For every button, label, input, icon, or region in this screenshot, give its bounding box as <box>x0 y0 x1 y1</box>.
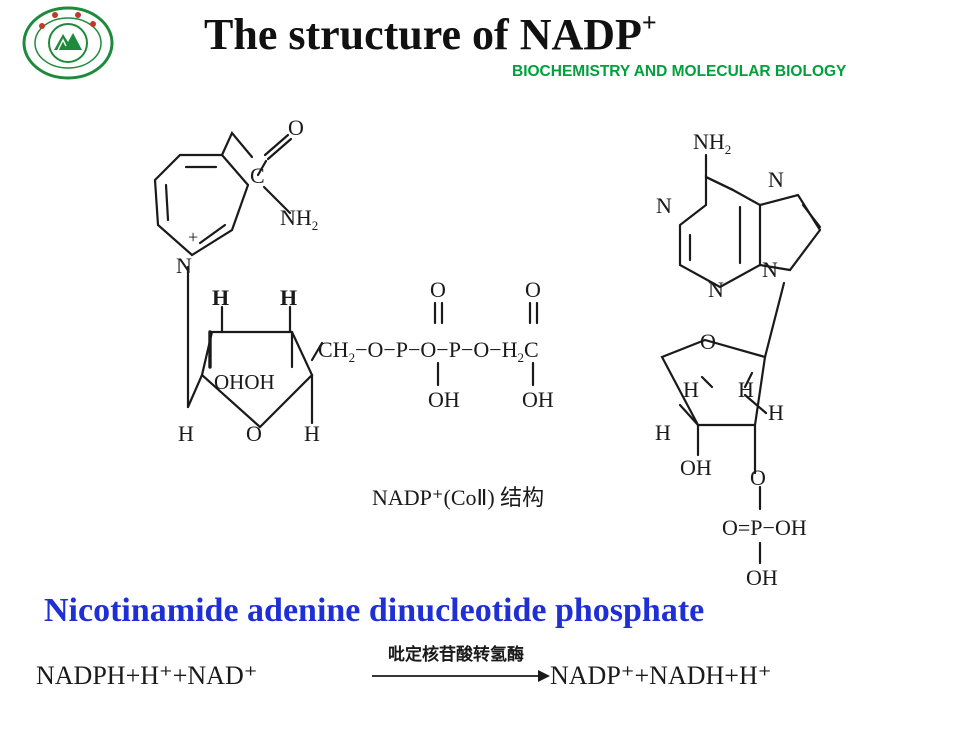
label-h2: H <box>280 285 297 310</box>
label-nh2-amide: NH2 <box>280 205 318 233</box>
label-h4: H <box>304 421 320 446</box>
adenine-ring <box>678 175 762 289</box>
label-h6: H <box>738 377 754 402</box>
label-h7: H <box>655 420 671 445</box>
label-ohoh: OHOH <box>214 370 275 394</box>
reaction-left: NADPH+H⁺+NAD⁺ <box>36 661 257 690</box>
ribose-ring-1 <box>200 330 314 429</box>
full-name-heading: Nicotinamide adenine dinucleotide phosph… <box>44 592 705 629</box>
reaction-equation: NADPH+H⁺+NAD⁺ 吡定核苷酸转氢酶 NADP⁺+NADH+H⁺ <box>36 644 771 690</box>
university-logo <box>22 6 114 80</box>
label-n-ad2: N <box>656 193 672 218</box>
structure-caption: NADP⁺(CoⅡ) 结构 <box>372 485 544 510</box>
ribose-ring-2 <box>660 338 767 427</box>
label-oh-2prime: OH <box>680 455 712 480</box>
label-h3: H <box>178 421 194 446</box>
label-o-ribose1: O <box>246 421 262 446</box>
label-o-phos: O <box>750 465 766 490</box>
label-pyridinium-n: N <box>176 253 192 278</box>
title-charge: + <box>641 8 657 37</box>
label-oh-p2: OH <box>522 387 554 412</box>
label-o-ribose2: O <box>700 329 716 354</box>
label-n-ad3: N <box>708 277 724 302</box>
reaction-arrow-head <box>538 670 550 682</box>
label-plus: + <box>188 227 198 247</box>
label-oh-p1: OH <box>428 387 460 412</box>
page-title: The structure of NADP+ <box>204 8 657 59</box>
nadp-structure-diagram: O C NH2 N + H H OHOH H O H O O CH2−O−P−O… <box>153 115 822 590</box>
label-o-top2: O <box>525 277 541 302</box>
label-n-ad4: N <box>762 257 778 282</box>
label-phosphate-chain: CH2−O−P−O−P−O−H2C <box>318 337 539 365</box>
label-h8: H <box>768 400 784 425</box>
label-h1: H <box>212 285 229 310</box>
course-subtitle: BIOCHEMISTRY AND MOLECULAR BIOLOGY <box>512 63 847 80</box>
reaction-enzyme: 吡定核苷酸转氢酶 <box>388 644 524 664</box>
label-nh2-adenine: NH2 <box>693 129 731 157</box>
reaction-right: NADP⁺+NADH+H⁺ <box>550 661 771 690</box>
label-phos-row: O=P−OH <box>722 515 807 540</box>
label-oh-phos: OH <box>746 565 778 590</box>
label-c-amide: C <box>250 163 265 188</box>
label-h5: H <box>683 377 699 402</box>
label-n-ad1: N <box>768 167 784 192</box>
pyridine-ring <box>153 153 250 257</box>
label-o-amide: O <box>288 115 304 140</box>
label-o-top1: O <box>430 277 446 302</box>
